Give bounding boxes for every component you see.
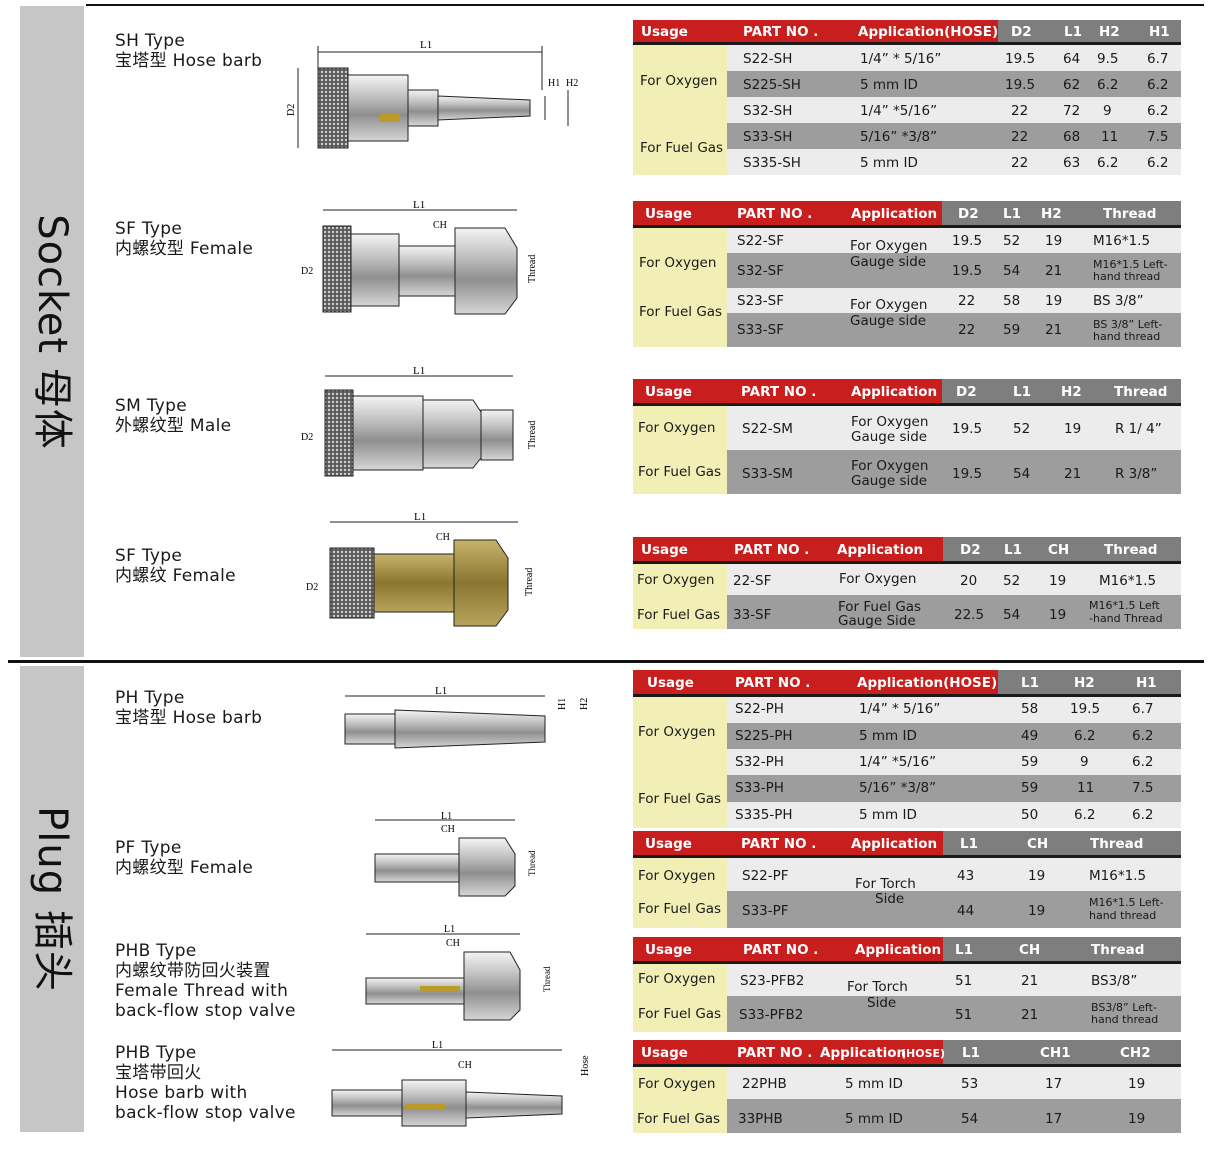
svg-text:CH: CH [458,1060,472,1071]
svg-text:D2: D2 [306,582,318,593]
sh-d2-label: D2 [286,104,297,116]
svg-text:CH: CH [441,824,455,835]
top-rule [86,4,1204,6]
svg-text:CH: CH [433,220,447,231]
plug-section-bar: Plug 插头 [20,666,84,1132]
plug-section-label: Plug 插头 [29,806,75,992]
socket-section-bar: Socket 母体 [20,6,84,657]
svg-text:L1: L1 [432,1040,443,1051]
ph-plug-drawing: L1 H1 H2 [344,685,590,749]
table-sf2: Usage PART NO . Application D2 L1 CH Thr… [633,537,1181,629]
table-sm: Usage PART NO . Application D2 L1 H2 Thr… [633,379,1181,494]
svg-text:L1: L1 [435,685,447,697]
section-divider [8,660,1204,663]
table-sh: Usage PART NO . Application(HOSE) D2 L1 … [633,20,1181,175]
sh-socket-drawing: L1 D2 H1 H2 [286,39,578,149]
svg-text:Thread: Thread [527,850,537,876]
svg-text:D2: D2 [301,432,313,443]
sf-socket-drawing: L1 CH D2 Thread [301,199,538,315]
svg-text:H1: H1 [557,698,568,710]
sm-socket-drawing: L1 D2 Thread [301,365,538,477]
pf-plug-drawing: L1 CH Thread [374,811,537,897]
table-phb2: Usage PART NO . Application (HOSE) L1 CH… [633,1040,1181,1133]
table-sf: Usage PART NO . Application D2 L1 H2 Thr… [633,201,1181,347]
sf2-socket-drawing: L1 CH D2 Thread [306,511,535,627]
svg-text:CH: CH [436,532,450,543]
sh-h1-label: H1 [548,78,560,89]
svg-text:H2: H2 [579,698,590,710]
svg-text:Hose: Hose [580,1055,591,1076]
phb1-plug-drawing: L1 CH Thread [365,924,552,1021]
svg-text:Thread: Thread [527,255,538,283]
sh-l1-label: L1 [420,39,432,51]
table-pf: Usage PART NO . Application L1 CH Thread… [633,831,1181,928]
svg-text:L1: L1 [414,511,426,523]
svg-text:L1: L1 [441,811,452,822]
socket-section-label: Socket 母体 [29,213,75,450]
phb2-plug-drawing: L1 CH Hose [331,1040,591,1127]
svg-text:CH: CH [446,938,460,949]
svg-text:Thread: Thread [542,966,552,992]
table-phb1: Usage PART NO . Application L1 CH Thread… [633,937,1181,1032]
svg-text:L1: L1 [444,924,455,935]
table-ph: Usage PART NO . Application(HOSE) L1 H2 … [633,670,1181,828]
sh-h2-label: H2 [566,78,578,89]
svg-text:L1: L1 [413,365,425,377]
svg-text:L1: L1 [413,199,425,211]
svg-text:Thread: Thread [524,568,535,596]
svg-text:Thread: Thread [527,421,538,449]
svg-text:D2: D2 [301,266,313,277]
